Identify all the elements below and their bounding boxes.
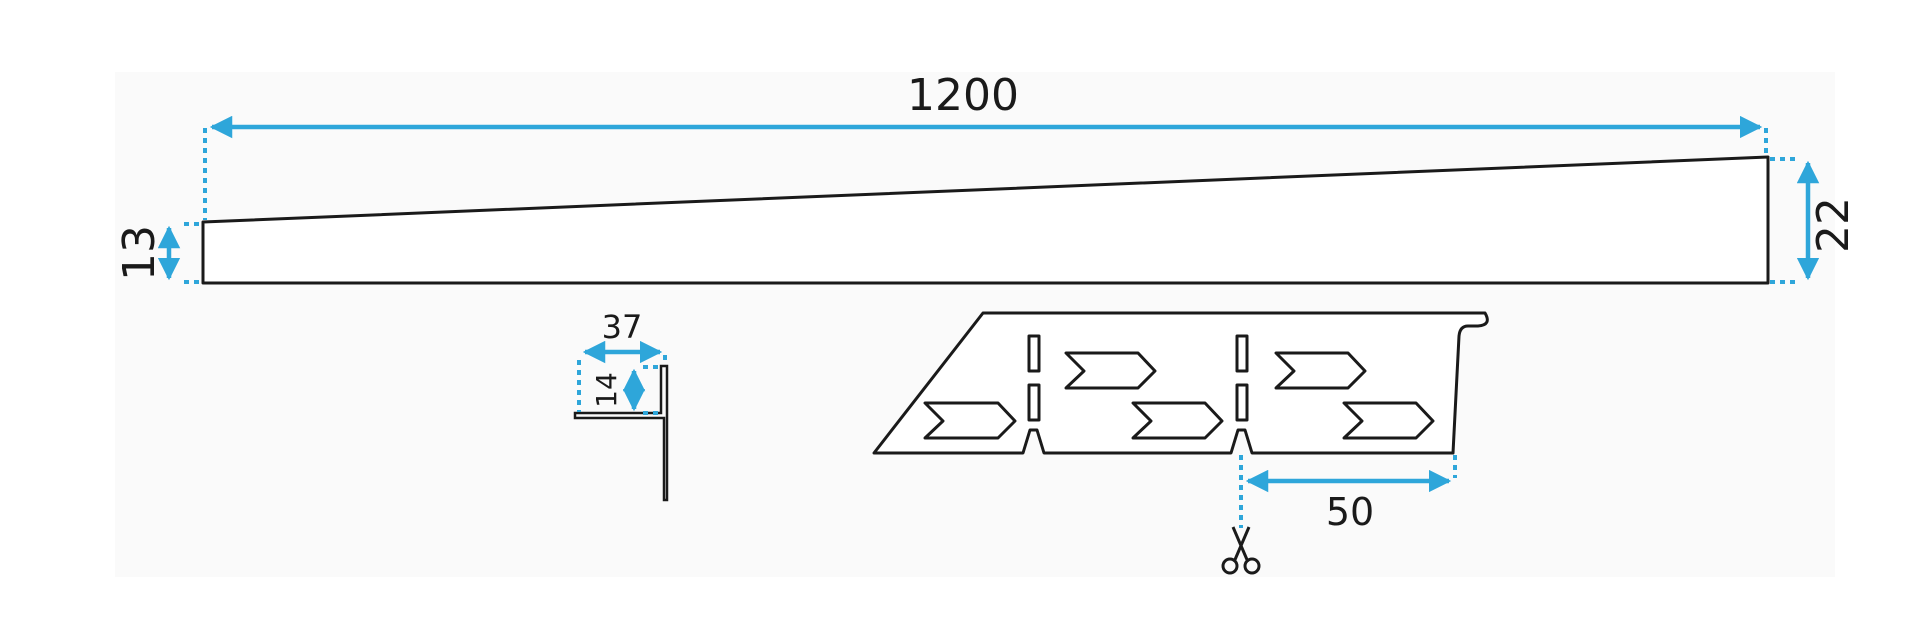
chevron-icon bbox=[1342, 401, 1435, 440]
left-height-label: 13 bbox=[114, 225, 165, 281]
profile-section: 37 14 bbox=[573, 308, 669, 502]
length-label: 1200 bbox=[907, 70, 1019, 121]
perforation-slots bbox=[1027, 334, 1249, 422]
chevron-icon bbox=[1131, 401, 1224, 440]
chevron-icon bbox=[923, 401, 1017, 440]
right-height-label: 22 bbox=[1808, 197, 1859, 253]
wedge-extension-lines bbox=[184, 128, 1798, 284]
profile-width-label: 37 bbox=[602, 308, 643, 346]
scissors-icon bbox=[1221, 526, 1261, 575]
wedge-view: 1200 13 22 bbox=[114, 70, 1859, 285]
chevron-tabs bbox=[923, 351, 1435, 440]
profile-outline bbox=[573, 364, 669, 502]
chevron-icon bbox=[1064, 351, 1157, 390]
wedge-outline bbox=[201, 155, 1770, 285]
spacing-label: 50 bbox=[1326, 490, 1374, 534]
chevron-icon bbox=[1274, 351, 1367, 390]
strip-outline bbox=[872, 311, 1489, 455]
profile-height-label: 14 bbox=[590, 372, 623, 408]
edging-strip: 50 bbox=[872, 311, 1489, 575]
